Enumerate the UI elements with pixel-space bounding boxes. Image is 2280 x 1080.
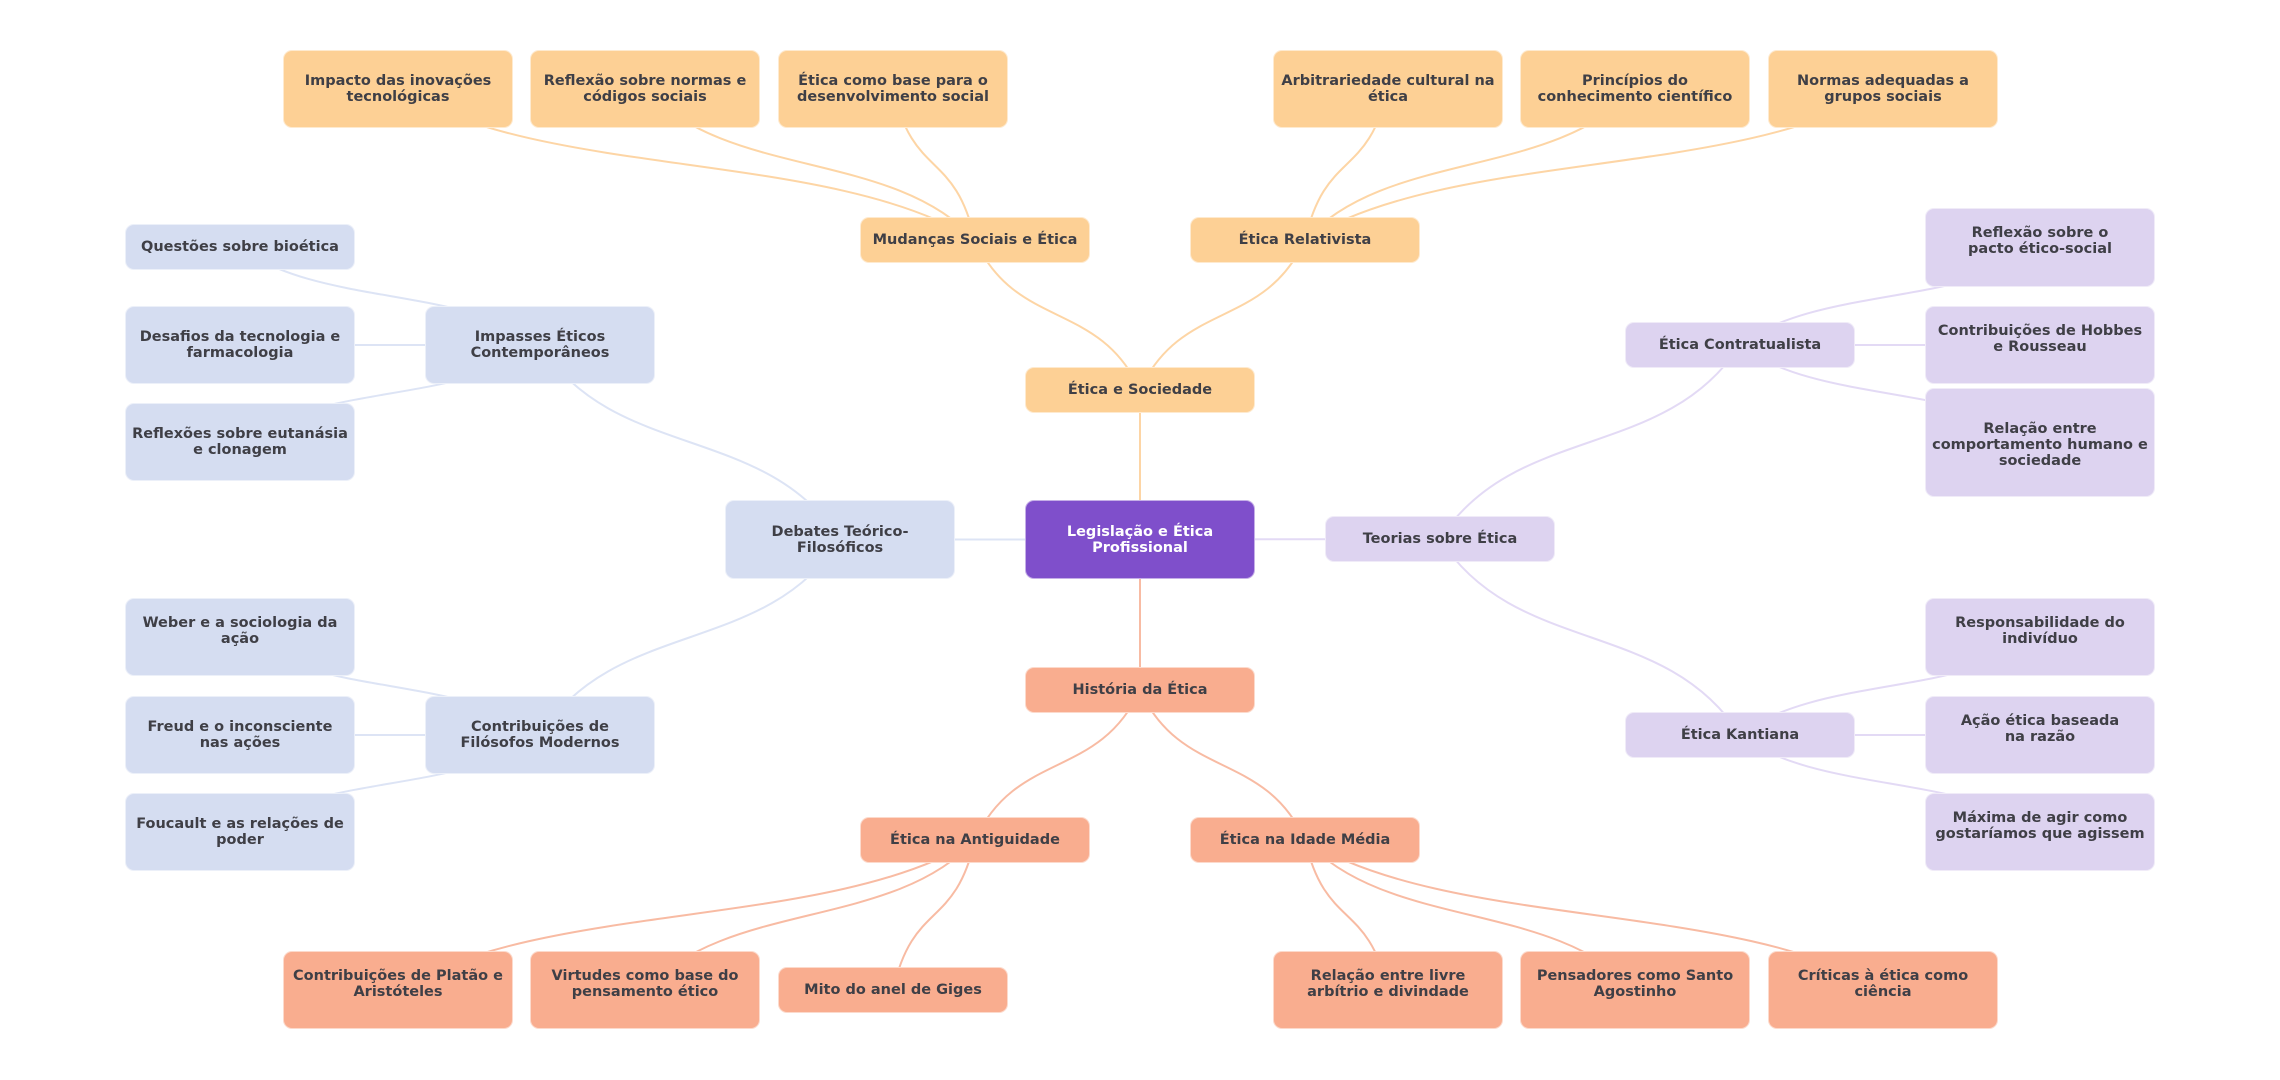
- node-label: Mudanças Sociais e Ética: [872, 232, 1078, 248]
- leaf-node[interactable]: Reflexão sobre o pacto ético-social: [1925, 208, 2155, 287]
- node-label: Pensadores como Santo Agostinho: [1536, 968, 1734, 1000]
- leaf-node[interactable]: Arbitrariedade cultural na ética: [1273, 50, 1503, 128]
- leaf-node[interactable]: Relação entre livre arbítrio e divindade: [1273, 951, 1503, 1029]
- edge-n-b3-n-b3-0: [974, 689, 1141, 841]
- leaf-node[interactable]: Normas adequadas a grupos sociais: [1768, 50, 1998, 128]
- topic-node-kantiana[interactable]: Ética Kantiana: [1625, 712, 1855, 758]
- topic-node-mudancas-sociais[interactable]: Mudanças Sociais e Ética: [860, 217, 1090, 263]
- node-label: Críticas à ética como ciência: [1797, 968, 1969, 1000]
- node-label: Reflexão sobre o pacto ético-social: [1968, 225, 2112, 257]
- node-label: Reflexões sobre eutanásia e clonagem: [132, 426, 348, 458]
- root-label: Legislação e Ética Profissional: [1066, 523, 1214, 556]
- node-label: Desafios da tecnologia e farmacologia: [139, 329, 341, 361]
- leaf-node[interactable]: Questões sobre bioética: [125, 224, 355, 270]
- topic-node-antiguidade[interactable]: Ética na Antiguidade: [860, 817, 1090, 863]
- node-label: Arbitrariedade cultural na ética: [1281, 73, 1495, 105]
- topic-node-contratualista[interactable]: Ética Contratualista: [1625, 322, 1855, 368]
- node-label: Ética e Sociedade: [1067, 382, 1213, 398]
- branch-node-teorias[interactable]: Teorias sobre Ética: [1325, 516, 1555, 562]
- leaf-node[interactable]: Impacto das inovações tecnológicas: [283, 50, 513, 128]
- leaf-node[interactable]: Desafios da tecnologia e farmacologia: [125, 306, 355, 384]
- node-label: Ética na Antiguidade: [890, 832, 1060, 848]
- leaf-node[interactable]: Freud e o inconsciente nas ações: [125, 696, 355, 774]
- leaf-node[interactable]: Críticas à ética como ciência: [1768, 951, 1998, 1029]
- node-label: Relação entre comportamento humano e soc…: [1932, 421, 2148, 469]
- topic-node-impasses[interactable]: Impasses Éticos Contemporâneos: [425, 306, 655, 384]
- leaf-node[interactable]: Ação ética baseada na razão: [1925, 696, 2155, 774]
- node-label: Weber e a sociologia da ação: [142, 615, 338, 647]
- leaf-node[interactable]: Contribuições de Hobbes e Rousseau: [1925, 306, 2155, 384]
- branch-node-etica-sociedade[interactable]: Ética e Sociedade: [1025, 367, 1255, 413]
- node-label: Ética Kantiana: [1680, 727, 1800, 743]
- leaf-node[interactable]: Reflexões sobre eutanásia e clonagem: [125, 403, 355, 481]
- node-label: Contribuições de Hobbes e Rousseau: [1937, 323, 2143, 355]
- branch-node-historia[interactable]: História da Ética: [1025, 667, 1255, 713]
- topic-node-filosofos-modernos[interactable]: Contribuições de Filósofos Modernos: [425, 696, 655, 774]
- leaf-node[interactable]: Princípios do conhecimento científico: [1520, 50, 1750, 128]
- node-label: Normas adequadas a grupos sociais: [1797, 73, 1969, 105]
- node-label: Responsabilidade do indivíduo: [1955, 615, 2125, 647]
- node-label: Ética Contratualista: [1658, 337, 1822, 353]
- edge-n-b2-n-b2-1: [1439, 538, 1741, 736]
- node-label: Máxima de agir como gostaríamos que agis…: [1935, 810, 2145, 842]
- node-label: Debates Teórico-Filosóficos: [771, 523, 909, 556]
- edge-n-b0-n-b0-1: [1139, 239, 1306, 391]
- node-label: Foucault e as relações de poder: [136, 816, 344, 848]
- topic-node-etica-relativista[interactable]: Ética Relativista: [1190, 217, 1420, 263]
- branch-node-debates[interactable]: Debates Teórico-Filosóficos: [725, 500, 955, 579]
- leaf-node[interactable]: Virtudes como base do pensamento ético: [530, 951, 760, 1029]
- leaf-node[interactable]: Máxima de agir como gostaríamos que agis…: [1925, 793, 2155, 871]
- leaf-node[interactable]: Relação entre comportamento humano e soc…: [1925, 388, 2155, 497]
- node-label: História da Ética: [1072, 682, 1208, 698]
- node-label: Contribuições de Platão e Aristóteles: [293, 968, 503, 1000]
- node-label: Ética na Idade Média: [1219, 832, 1391, 848]
- leaf-node[interactable]: Contribuições de Platão e Aristóteles: [283, 951, 513, 1029]
- root-node[interactable]: Legislação e Ética Profissional: [1025, 500, 1255, 579]
- topic-node-idade-media[interactable]: Ética na Idade Média: [1190, 817, 1420, 863]
- leaf-node[interactable]: Ética como base para o desenvolvimento s…: [778, 50, 1008, 128]
- edge-n-b1-n-b1-1: [539, 538, 841, 736]
- edge-n-b2-n-b2-0: [1439, 344, 1741, 540]
- edge-n-b3-n-b3-1: [1139, 689, 1306, 841]
- leaf-node[interactable]: Weber e a sociologia da ação: [125, 598, 355, 676]
- node-label: Contribuições de Filósofos Modernos: [460, 719, 620, 751]
- node-label: Impacto das inovações tecnológicas: [304, 73, 492, 105]
- leaf-node[interactable]: Mito do anel de Giges: [778, 967, 1008, 1013]
- node-label: Princípios do conhecimento científico: [1537, 73, 1733, 105]
- leaf-node[interactable]: Responsabilidade do indivíduo: [1925, 598, 2155, 676]
- leaf-node[interactable]: Foucault e as relações de poder: [125, 793, 355, 871]
- node-label: Ética Relativista: [1238, 232, 1372, 248]
- edge-n-b3-0-n-b3-0-2: [892, 839, 976, 991]
- node-label: Impasses Éticos Contemporâneos: [470, 329, 610, 361]
- node-label: Virtudes como base do pensamento ético: [551, 968, 739, 1000]
- node-label: Mito do anel de Giges: [804, 982, 982, 998]
- node-label: Freud e o inconsciente nas ações: [147, 719, 333, 751]
- edge-n-b0-n-b0-0: [974, 239, 1141, 391]
- node-label: Ação ética baseada na razão: [1960, 713, 2120, 745]
- leaf-node[interactable]: Pensadores como Santo Agostinho: [1520, 951, 1750, 1029]
- node-label: Questões sobre bioética: [141, 239, 339, 255]
- node-label: Relação entre livre arbítrio e divindade: [1307, 968, 1469, 1000]
- node-label: Ética como base para o desenvolvimento s…: [797, 73, 989, 105]
- node-label: Reflexão sobre normas e códigos sociais: [543, 73, 747, 105]
- leaf-node[interactable]: Reflexão sobre normas e códigos sociais: [530, 50, 760, 128]
- node-label: Teorias sobre Ética: [1362, 531, 1518, 547]
